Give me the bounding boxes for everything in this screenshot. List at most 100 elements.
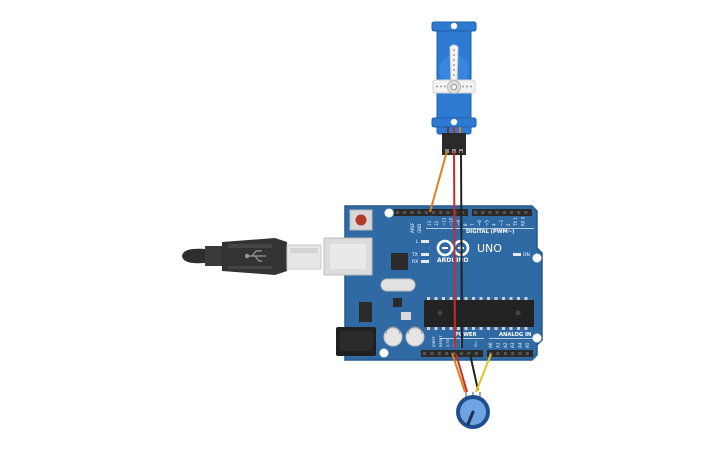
led-rx <box>421 260 429 263</box>
pin-hole <box>423 352 426 355</box>
analog-pin-label: A2 <box>503 342 508 348</box>
digital-pin-label: ~3 <box>499 220 504 226</box>
pin-hole <box>396 211 399 214</box>
pin-hole <box>481 211 485 214</box>
digital-header-label: DIGITAL (PWM~) <box>466 229 514 235</box>
pin-hole <box>510 211 513 214</box>
usb-cable[interactable] <box>182 238 322 275</box>
pin-hole <box>496 352 500 355</box>
pin-hole <box>452 352 456 355</box>
reset-button[interactable] <box>349 209 373 231</box>
label-3v3: 3.3V <box>446 338 450 347</box>
pin-hole <box>518 352 522 355</box>
servo-motor[interactable] <box>431 21 477 155</box>
mounting-hole <box>532 253 542 263</box>
voltage-regulator <box>359 302 372 322</box>
digital-header-right[interactable] <box>472 209 532 216</box>
pin-hole <box>517 211 521 214</box>
wire-ground-black[interactable] <box>460 150 463 349</box>
led-l <box>421 240 429 243</box>
pin-hole <box>424 211 428 214</box>
pin-hole <box>489 352 492 355</box>
led-tx <box>421 253 429 256</box>
capacitor <box>383 327 403 347</box>
digital-pin-label: 7 <box>470 223 475 226</box>
label-tx: TX <box>411 252 418 258</box>
pin-hole <box>511 352 515 355</box>
digital-pin-label: ~10 <box>449 217 454 226</box>
pin-hole <box>467 352 471 355</box>
pin-hole <box>474 352 478 355</box>
pin-hole <box>502 211 506 214</box>
label-aref: AREF <box>410 222 415 233</box>
pin-hole <box>460 352 463 355</box>
digital-pin-label: 12 <box>434 220 439 226</box>
power-header-label: POWER <box>455 332 476 338</box>
potentiometer[interactable] <box>456 392 490 429</box>
mounting-hole <box>532 333 542 343</box>
label-on: ON <box>523 252 530 258</box>
pin-hole <box>430 352 434 355</box>
analog-header[interactable] <box>487 350 533 357</box>
digital-header-left[interactable] <box>394 209 468 216</box>
pin-hole <box>446 211 450 214</box>
usb-symbol-icon <box>244 250 266 262</box>
wires <box>429 150 492 393</box>
small-component <box>401 312 411 320</box>
servo-horn[interactable] <box>432 44 476 94</box>
digital-pin-label: RX 0 <box>520 216 525 226</box>
digital-pin-label: 8 <box>463 223 468 226</box>
wire-power-red[interactable] <box>453 150 456 349</box>
digital-pin-label: ~9 <box>456 220 461 226</box>
digital-pin-label: ~5 <box>484 220 489 226</box>
header-pin-holes <box>396 211 528 214</box>
wire-pot-red[interactable] <box>455 353 468 393</box>
label-ioref: IOREF <box>432 336 436 347</box>
mounting-hole <box>379 348 389 358</box>
pin-hole <box>437 352 441 355</box>
led-on <box>513 253 521 256</box>
digital-pin-label: 13 <box>427 220 432 226</box>
wire-pot-orange[interactable] <box>451 352 466 393</box>
digital-pin-label: TX 1 <box>513 217 518 227</box>
analog-pin-label: A3 <box>510 342 515 348</box>
analog-header-label: ANALOG IN <box>499 332 531 338</box>
analog-pin-label: A0 <box>488 342 493 348</box>
label-l: L <box>416 239 419 245</box>
analog-pin-label: A1 <box>495 342 500 348</box>
digital-pin-label: 4 <box>492 223 497 226</box>
wire-signal-orange[interactable] <box>429 150 448 213</box>
pin-hole <box>417 211 421 214</box>
crystal-oscillator <box>380 278 416 292</box>
brand-text: ARDUINO <box>437 257 468 264</box>
capacitor <box>405 327 425 347</box>
label-gnd: GND <box>417 224 422 233</box>
chip-pins <box>427 297 528 300</box>
pin-hole <box>495 211 499 214</box>
analog-pin-label: A4 <box>518 342 523 348</box>
label-rx: RX <box>412 259 418 265</box>
potentiometer-indicator <box>466 410 475 426</box>
pin-hole <box>503 352 507 355</box>
pin-hole <box>474 211 477 214</box>
header-pin-holes <box>423 352 529 355</box>
digital-pin-label: ~6 <box>477 220 482 226</box>
usb-chip <box>391 253 408 270</box>
pin-hole <box>410 211 414 214</box>
analog-pin-label: A5 <box>525 342 530 348</box>
mounting-hole <box>384 208 394 218</box>
pin-hole <box>403 211 407 214</box>
small-chip <box>393 298 402 307</box>
label-vin: Vin <box>474 341 478 347</box>
model-text: UNO <box>477 242 502 255</box>
pin-hole <box>526 352 529 355</box>
pin-hole <box>432 211 435 214</box>
pin-hole <box>445 352 449 355</box>
wire-pot-yellow[interactable] <box>475 353 492 393</box>
label-reset: RESET <box>439 335 443 347</box>
wire-pot-black[interactable] <box>469 353 479 391</box>
